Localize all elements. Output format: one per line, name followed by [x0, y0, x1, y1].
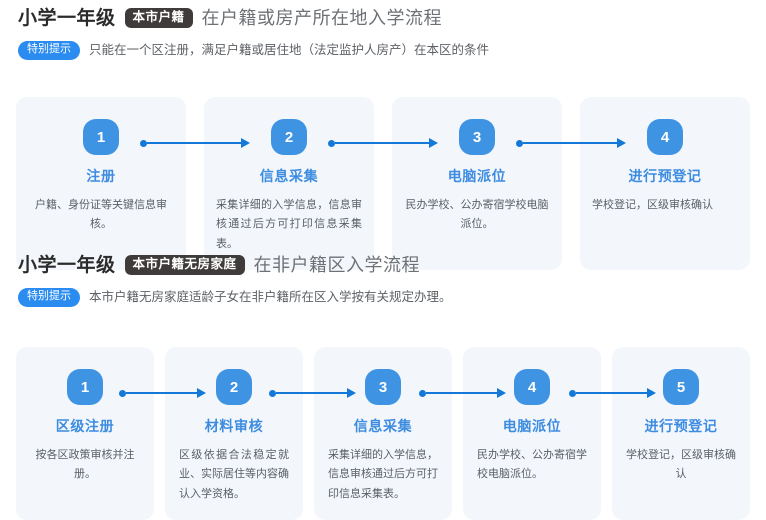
flow-step-card[interactable]: 3 信息采集 采集详细的入学信息，信息审核通过后方可打印信息采集表。 [314, 347, 452, 520]
flow-step-card[interactable]: 2 信息采集 采集详细的入学信息，信息审核通过后方可打印信息采集表。 [204, 97, 374, 270]
step-number-badge: 4 [514, 369, 550, 405]
flow-step-card[interactable]: 1 注册 户籍、身份证等关键信息审核。 [16, 97, 186, 270]
flowchart-page: 小学一年级 本市户籍 在户籍或房产所在地入学流程 特别提示 只能在一个区注册，满… [16, 8, 750, 520]
step-number-badge: 1 [67, 369, 103, 405]
flow-step-card[interactable]: 5 进行预登记 学校登记，区级审核确认 [612, 347, 750, 520]
step-description: 民办学校、公办寄宿学校电脑派位。 [477, 449, 587, 481]
step-description: 学校登记，区级审核确认 [626, 449, 736, 481]
flow-step-card[interactable]: 1 区级注册 按各区政策审核并注册。 [16, 347, 154, 520]
step-title: 信息采集 [259, 168, 319, 184]
step-description: 户籍、身份证等关键信息审核。 [35, 199, 167, 231]
step-description: 采集详细的入学信息，信息审核通过后方可打印信息采集表。 [216, 199, 362, 250]
step-number-badge: 3 [365, 369, 401, 405]
section-2-category-badge: 本市户籍无房家庭 [124, 255, 245, 276]
flow-step-card[interactable]: 4 电脑派位 民办学校、公办寄宿学校电脑派位。 [463, 347, 601, 520]
step-number-badge: 3 [459, 119, 495, 155]
section-1-title-row: 小学一年级 本市户籍 在户籍或房产所在地入学流程 [16, 7, 489, 29]
step-title: 电脑派位 [447, 168, 507, 184]
step-description: 民办学校、公办寄宿学校电脑派位。 [405, 199, 549, 231]
section-2-note-badge: 特别提示 [18, 288, 80, 307]
section-1-title-rest: 在户籍或房产所在地入学流程 [201, 8, 443, 29]
section-1-note-row: 特别提示 只能在一个区注册，满足户籍或居住地（法定监护人房产）在本区的条件 [16, 41, 489, 60]
step-title: 进行预登记 [628, 168, 702, 184]
step-description: 学校登记，区级审核确认 [592, 199, 713, 211]
step-description: 按各区政策审核并注册。 [35, 449, 135, 481]
step-number-badge: 5 [663, 369, 699, 405]
step-number-badge: 1 [83, 119, 119, 155]
section-2-note-text: 本市户籍无房家庭适龄子女在非户籍所在区入学按有关规定办理。 [89, 289, 452, 304]
step-number-badge: 2 [271, 119, 307, 155]
step-number-badge: 2 [216, 369, 252, 405]
section-1-title-strong: 小学一年级 [18, 7, 116, 29]
flow-step-card[interactable]: 2 材料审核 区级依据合法稳定就业、实际居住等内容确认入学资格。 [165, 347, 303, 520]
section-1-category-badge: 本市户籍 [124, 8, 193, 29]
step-description: 采集详细的入学信息，信息审核通过后方可打印信息采集表。 [328, 449, 438, 500]
section-2-header: 小学一年级 本市户籍无房家庭 在非户籍区入学流程 特别提示 本市户籍无房家庭适龄… [16, 255, 452, 307]
step-title: 信息采集 [353, 418, 413, 434]
flow-row-2: 1 区级注册 按各区政策审核并注册。 2 材料审核 区级依据合法稳定就业、实际居… [16, 347, 750, 520]
section-2-note-row: 特别提示 本市户籍无房家庭适龄子女在非户籍所在区入学按有关规定办理。 [16, 288, 452, 307]
flow-step-card[interactable]: 3 电脑派位 民办学校、公办寄宿学校电脑派位。 [392, 97, 562, 270]
step-number-badge: 4 [647, 119, 683, 155]
step-title: 注册 [86, 168, 116, 184]
step-title: 电脑派位 [502, 418, 562, 434]
step-description: 区级依据合法稳定就业、实际居住等内容确认入学资格。 [179, 449, 289, 500]
section-2-title-rest: 在非户籍区入学流程 [253, 255, 421, 276]
section-2-title-strong: 小学一年级 [18, 254, 116, 276]
flow-row-1: 1 注册 户籍、身份证等关键信息审核。 2 信息采集 采集详细的入学信息，信息审… [16, 97, 750, 270]
step-title: 材料审核 [204, 418, 264, 434]
step-title: 区级注册 [55, 418, 115, 434]
section-1-header: 小学一年级 本市户籍 在户籍或房产所在地入学流程 特别提示 只能在一个区注册，满… [16, 8, 489, 60]
step-title: 进行预登记 [644, 418, 718, 434]
flow-step-card[interactable]: 4 进行预登记 学校登记，区级审核确认 [580, 97, 750, 270]
section-1-note-badge: 特别提示 [18, 41, 80, 60]
section-1-note-text: 只能在一个区注册，满足户籍或居住地（法定监护人房产）在本区的条件 [89, 42, 490, 57]
section-2-title-row: 小学一年级 本市户籍无房家庭 在非户籍区入学流程 [16, 254, 452, 276]
